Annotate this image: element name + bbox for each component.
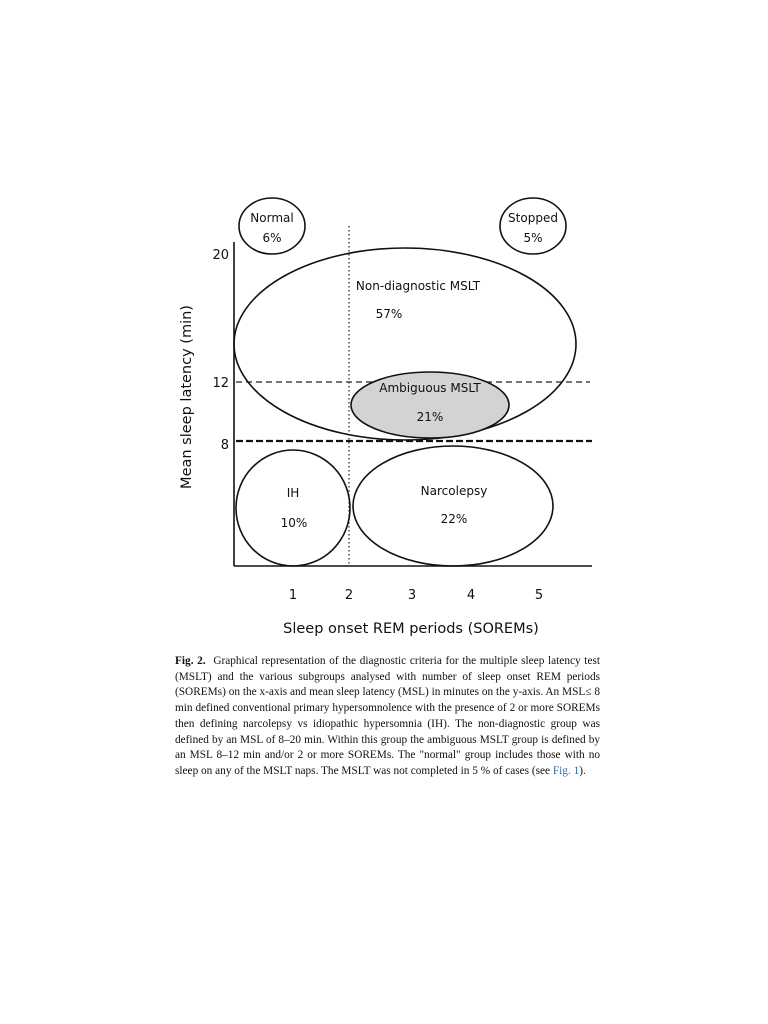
ih-group-ellipse [235,449,351,567]
normal-group-ellipse [238,197,306,255]
normal-percent: 6% [262,231,281,245]
ih-percent: 10% [281,516,308,530]
x-tick-label: 2 [345,588,353,603]
x-tick-label: 4 [467,588,475,603]
narcolepsy-percent: 22% [441,512,468,526]
non-diagnostic-percent: 57% [376,307,403,321]
y-axis-title: Mean sleep latency (min) [179,305,195,489]
stopped-label: Stopped [508,211,558,225]
stopped-group-ellipse [499,197,567,255]
caption-text: Graphical representation of the diagnost… [175,655,600,777]
y-tick-label: 20 [212,248,229,263]
ambiguous-group-ellipse [350,371,510,439]
y-tick-label: 8 [221,438,229,453]
x-axis-title: Sleep onset REM periods (SOREMs) [283,621,539,637]
figure-1-link[interactable]: Fig. 1 [552,764,580,777]
non-diagnostic-label: Non-diagnostic MSLT [356,279,481,293]
narcolepsy-label: Narcolepsy [421,484,488,498]
x-tick-label: 5 [535,588,543,603]
ambiguous-percent: 21% [417,410,444,424]
x-tick-label: 3 [408,588,416,603]
figure-caption: Fig. 2. Graphical representation of the … [175,654,600,780]
y-tick-label: 12 [212,376,229,391]
ih-label: IH [287,486,300,500]
normal-label: Normal [250,211,293,225]
narcolepsy-group-ellipse [352,445,554,567]
stopped-percent: 5% [523,231,542,245]
x-tick-label: 1 [289,588,297,603]
non-diagnostic-group-ellipse [233,247,577,441]
caption-text-end: ). [579,764,586,777]
ambiguous-label: Ambiguous MSLT [379,381,481,395]
diagnostic-criteria-diagram: Normal 6% Stopped 5% Non-diagnostic MSLT… [179,197,592,637]
figure-number: Fig. 2. [175,655,206,667]
